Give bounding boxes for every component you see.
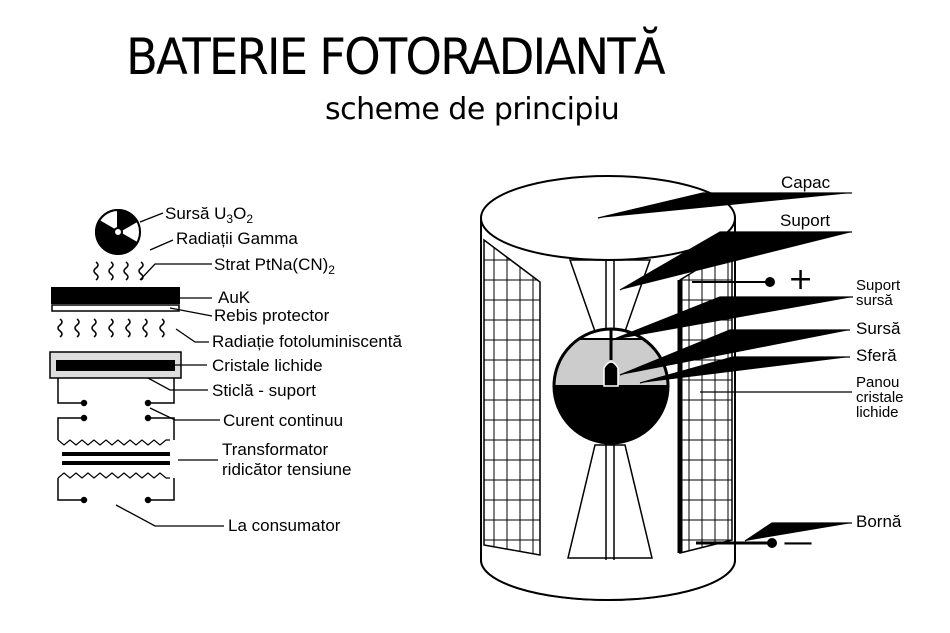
left-panel <box>483 238 541 556</box>
left-schematic <box>49 208 224 527</box>
plus-symbol: + <box>788 262 813 297</box>
label-panou-1: Panou <box>856 374 899 391</box>
label-suport: Suport <box>780 211 830 230</box>
lower-cone <box>567 444 653 559</box>
transformer-core-2 <box>62 461 170 465</box>
label-suport-sursa-1: Suport <box>856 277 901 294</box>
left-leader-lines <box>115 212 224 527</box>
label-source: Sursă U3O2 <box>165 204 253 226</box>
label-consumer: La consumator <box>228 516 341 535</box>
label-rebis: Rebis protector <box>214 306 330 325</box>
label-transformer-1: Transformator <box>222 440 328 459</box>
source-capsule <box>603 361 619 387</box>
label-panou-3: lichide <box>856 404 899 421</box>
auk-layer <box>51 294 180 304</box>
cylinder-lid <box>480 175 736 261</box>
output-wiring <box>57 478 175 504</box>
label-sfera: Sferă <box>856 346 897 365</box>
transformer-core-1 <box>62 452 170 456</box>
crystal-inner <box>56 360 175 371</box>
label-dc: Curent continuu <box>223 411 343 430</box>
label-auk: AuK <box>218 288 251 307</box>
radiation-source-icon <box>95 208 141 255</box>
label-sursa: Sursă <box>856 319 901 338</box>
page-subtitle: scheme de principiu <box>325 92 620 127</box>
cylinder-battery <box>480 175 853 601</box>
strat-layer <box>51 287 180 295</box>
dc-wiring <box>57 378 175 440</box>
minus-symbol: — <box>783 525 813 560</box>
page-title: BATERIE FOTORADIANTĂ <box>126 28 666 86</box>
label-crystals: Cristale lichide <box>212 356 323 375</box>
secondary-winding <box>57 472 170 479</box>
label-suport-sursa-2: sursă <box>856 292 893 309</box>
right-panel <box>679 246 733 554</box>
primary-winding <box>57 439 170 446</box>
label-borna: Bornă <box>856 512 902 531</box>
label-layer: Strat PtNa(CN)2 <box>214 255 335 277</box>
terminals <box>692 277 777 548</box>
gamma-waves <box>93 261 144 281</box>
sphere <box>552 327 670 445</box>
right-leader-lines <box>597 192 853 542</box>
label-glass: Sticlă - suport <box>212 381 316 400</box>
label-capac: Capac <box>781 173 831 192</box>
photoluminescent-waves <box>57 318 165 338</box>
label-photoluminescence: Radiație fotoluminiscentă <box>212 332 402 351</box>
label-panou-2: cristale <box>856 389 904 406</box>
rebis-layer <box>51 304 180 312</box>
label-transformer-2: ridicător tensiune <box>222 460 351 479</box>
label-gamma: Radiații Gamma <box>176 229 298 248</box>
